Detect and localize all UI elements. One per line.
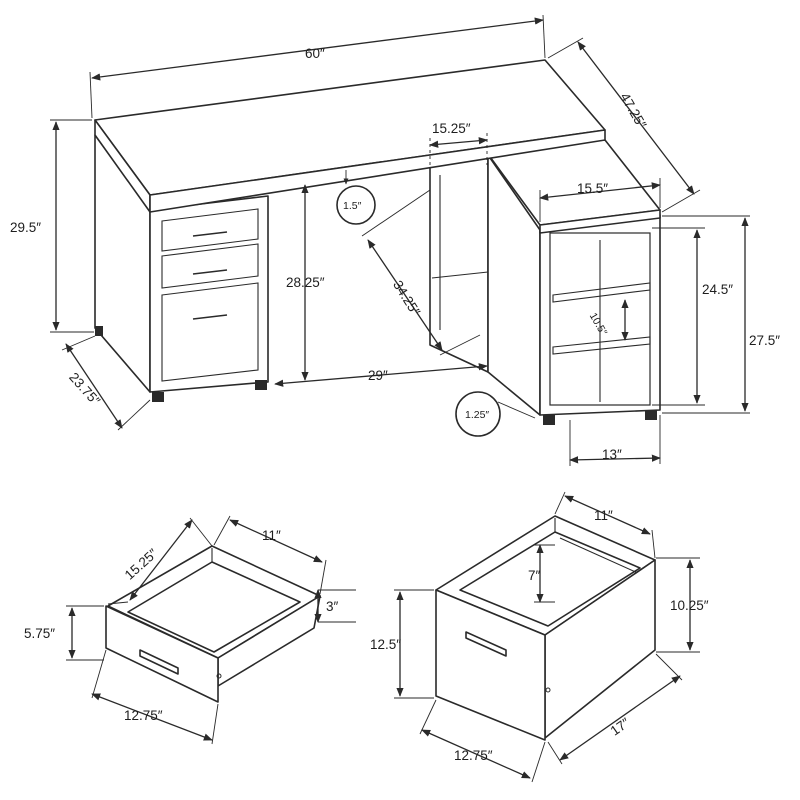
dim-bookcase-depth-line bbox=[569, 454, 661, 464]
desk-drawing bbox=[94, 59, 661, 425]
label-shelf-opening: 15.25″ bbox=[432, 121, 471, 136]
small-drawer-labels: 15.25″ 11″ 3″ 5.75″ 12.75″ bbox=[24, 528, 339, 723]
drawer-handle bbox=[192, 269, 228, 275]
extension-line bbox=[547, 37, 584, 59]
pedestal-front bbox=[149, 195, 269, 393]
label-bookcase-inner: 24.5″ bbox=[702, 282, 733, 297]
foot bbox=[255, 380, 267, 390]
extension-line bbox=[531, 741, 546, 783]
label-file-front-height: 12.5″ bbox=[370, 637, 401, 652]
dim-bookcase-top-line bbox=[539, 182, 661, 201]
callout-leader bbox=[497, 401, 536, 419]
label-file-side-height: 10.25″ bbox=[670, 598, 709, 613]
extension-line bbox=[419, 699, 437, 735]
bookcase-shelf-1 bbox=[552, 282, 651, 303]
dim-file-depth-line bbox=[559, 675, 681, 761]
foot bbox=[645, 410, 657, 420]
label-file-width: 11″ bbox=[594, 508, 613, 523]
drawer-front-handle bbox=[139, 649, 179, 675]
label-file-front-width: 12.75″ bbox=[454, 748, 493, 763]
file-front-handle bbox=[465, 631, 507, 657]
drawer-2 bbox=[161, 243, 259, 289]
dim-file-front-width-line bbox=[421, 729, 531, 779]
dim-small-front-width-line bbox=[91, 693, 213, 741]
extension-line bbox=[107, 601, 129, 605]
label-small-inner-height: 3″ bbox=[326, 599, 339, 614]
extension-line bbox=[655, 653, 683, 681]
label-bookcase-height: 27.5″ bbox=[749, 333, 780, 348]
dim-file-width-line bbox=[564, 495, 651, 535]
label-file-depth: 17″ bbox=[608, 715, 633, 739]
drawer-3 bbox=[161, 282, 259, 382]
extension-line bbox=[117, 399, 151, 431]
callout-circle bbox=[455, 391, 501, 437]
dim-shelf-opening-line bbox=[429, 137, 488, 148]
label-small-front-width: 12.75″ bbox=[124, 708, 163, 723]
label-kneespace: 29″ bbox=[368, 368, 388, 383]
label-height: 29.5″ bbox=[10, 220, 41, 235]
foot bbox=[152, 392, 164, 402]
drawer-hole bbox=[216, 673, 222, 679]
drawer-1 bbox=[161, 208, 259, 252]
drawer-handle bbox=[192, 231, 228, 237]
extension-line bbox=[547, 741, 563, 765]
extension-line bbox=[319, 559, 327, 595]
extension-line bbox=[661, 189, 701, 213]
label-small-width: 11″ bbox=[262, 528, 281, 543]
bookcase-shelf-2 bbox=[552, 336, 651, 355]
small-drawer-drawing bbox=[105, 545, 321, 703]
dim-small-depth-line bbox=[129, 519, 193, 601]
foot bbox=[543, 415, 555, 425]
extension-line bbox=[189, 517, 213, 547]
file-drawer-dimensions bbox=[394, 491, 700, 783]
dim-width-line bbox=[91, 17, 544, 81]
label-bookcase-top: 15.5″ bbox=[577, 181, 608, 196]
dim-kneespace-line bbox=[274, 363, 488, 387]
extension-line bbox=[439, 334, 481, 356]
drawer-front bbox=[105, 605, 219, 703]
callout-circle bbox=[336, 185, 376, 225]
desk-dimensions bbox=[50, 14, 750, 466]
foot bbox=[95, 326, 103, 336]
bookcase-opening bbox=[549, 232, 651, 406]
extension-line bbox=[554, 491, 566, 515]
extension-line bbox=[213, 515, 231, 546]
return-back-panel bbox=[429, 154, 489, 373]
dim-small-width-line bbox=[229, 519, 323, 563]
bookcase-top-edge bbox=[539, 209, 661, 234]
dim-return-line bbox=[367, 239, 443, 351]
label-small-depth: 15.25″ bbox=[122, 546, 161, 583]
label-file-inner-height: 7″ bbox=[528, 568, 541, 583]
file-rail bbox=[559, 537, 641, 575]
small-drawer-dimensions bbox=[66, 515, 356, 745]
file-front bbox=[435, 589, 546, 741]
label-return-length: 34.25″ bbox=[390, 278, 423, 319]
extension-line bbox=[361, 189, 431, 237]
drawer-handle bbox=[192, 314, 228, 320]
extension-line bbox=[91, 649, 107, 699]
label-depth-right: 47.25″ bbox=[617, 90, 649, 131]
label-top-thickness: 1.5″ bbox=[343, 200, 362, 212]
extension-line bbox=[89, 71, 93, 119]
label-width: 60″ bbox=[305, 46, 325, 61]
dim-depth-right-line bbox=[577, 41, 695, 195]
extension-line bbox=[651, 529, 656, 559]
extension-line bbox=[211, 703, 219, 745]
label-small-front-height: 5.75″ bbox=[24, 626, 55, 641]
extension-line bbox=[61, 335, 96, 351]
file-drawer-drawing bbox=[435, 515, 656, 741]
dim-cabinet-depth-line bbox=[65, 343, 123, 429]
label-bookcase-depth: 13″ bbox=[602, 447, 622, 462]
label-leg-height: 1.25″ bbox=[465, 409, 489, 421]
label-inner-height: 28.25″ bbox=[286, 275, 325, 290]
extension-line bbox=[542, 14, 546, 59]
file-inner bbox=[459, 531, 641, 627]
file-hole bbox=[545, 687, 551, 693]
label-cabinet-depth: 23.75″ bbox=[66, 370, 103, 409]
